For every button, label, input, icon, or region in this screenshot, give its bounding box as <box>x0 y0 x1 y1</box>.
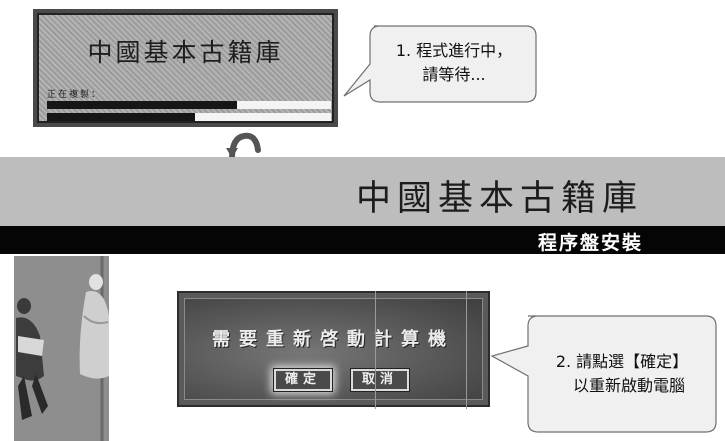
restart-dialog: 需要重新啓動計算機 確定 取消 <box>177 291 490 407</box>
progress-dialog-title: 中國基本古籍庫 <box>87 38 284 67</box>
installer-subtitle-band: 程序盤安裝 <box>0 226 725 254</box>
painting-figures <box>14 256 109 441</box>
callout-2-line-1: 2. 請點選【確定】 <box>555 352 689 371</box>
speech-bubble-shape <box>490 315 717 433</box>
callout-step-1: 1. 程式進行中， 請等待... <box>340 22 540 108</box>
progress-bar-file-fill <box>47 101 238 109</box>
up-arrow-icon <box>226 132 261 160</box>
callout-step-2: 2. 請點選【確定】 以重新啟動電腦 <box>488 312 720 437</box>
installer-subtitle: 程序盤安裝 <box>537 232 643 254</box>
speech-bubble-shape <box>343 25 537 103</box>
progress-bar-total-fill <box>47 113 195 121</box>
progress-dialog: 中國基本古籍庫 正在複製： <box>33 9 338 127</box>
ancient-painting-image <box>14 256 109 441</box>
callout-2-line-2: 以重新啟動電腦 <box>572 376 685 395</box>
progress-bar-file <box>47 101 331 109</box>
confirm-button[interactable]: 確定 <box>273 368 333 392</box>
copying-status-label: 正在複製： <box>47 90 103 100</box>
callout-1-line-1: 1. 程式進行中， <box>395 41 513 60</box>
progress-dialog-panel: 中國基本古籍庫 正在複製： <box>37 13 334 123</box>
banner-title: 中國基本古籍庫 <box>355 179 643 219</box>
restart-dialog-panel: 需要重新啓動計算機 確定 取消 <box>184 298 483 400</box>
guide-line <box>375 291 376 409</box>
cancel-button[interactable]: 取消 <box>350 368 410 392</box>
callout-1-line-2: 請等待... <box>422 65 486 84</box>
installer-banner: 中國基本古籍庫 <box>0 157 725 226</box>
progress-bar-total <box>47 113 331 121</box>
restart-message: 需要重新啓動計算機 <box>212 329 455 350</box>
guide-line <box>466 291 467 409</box>
